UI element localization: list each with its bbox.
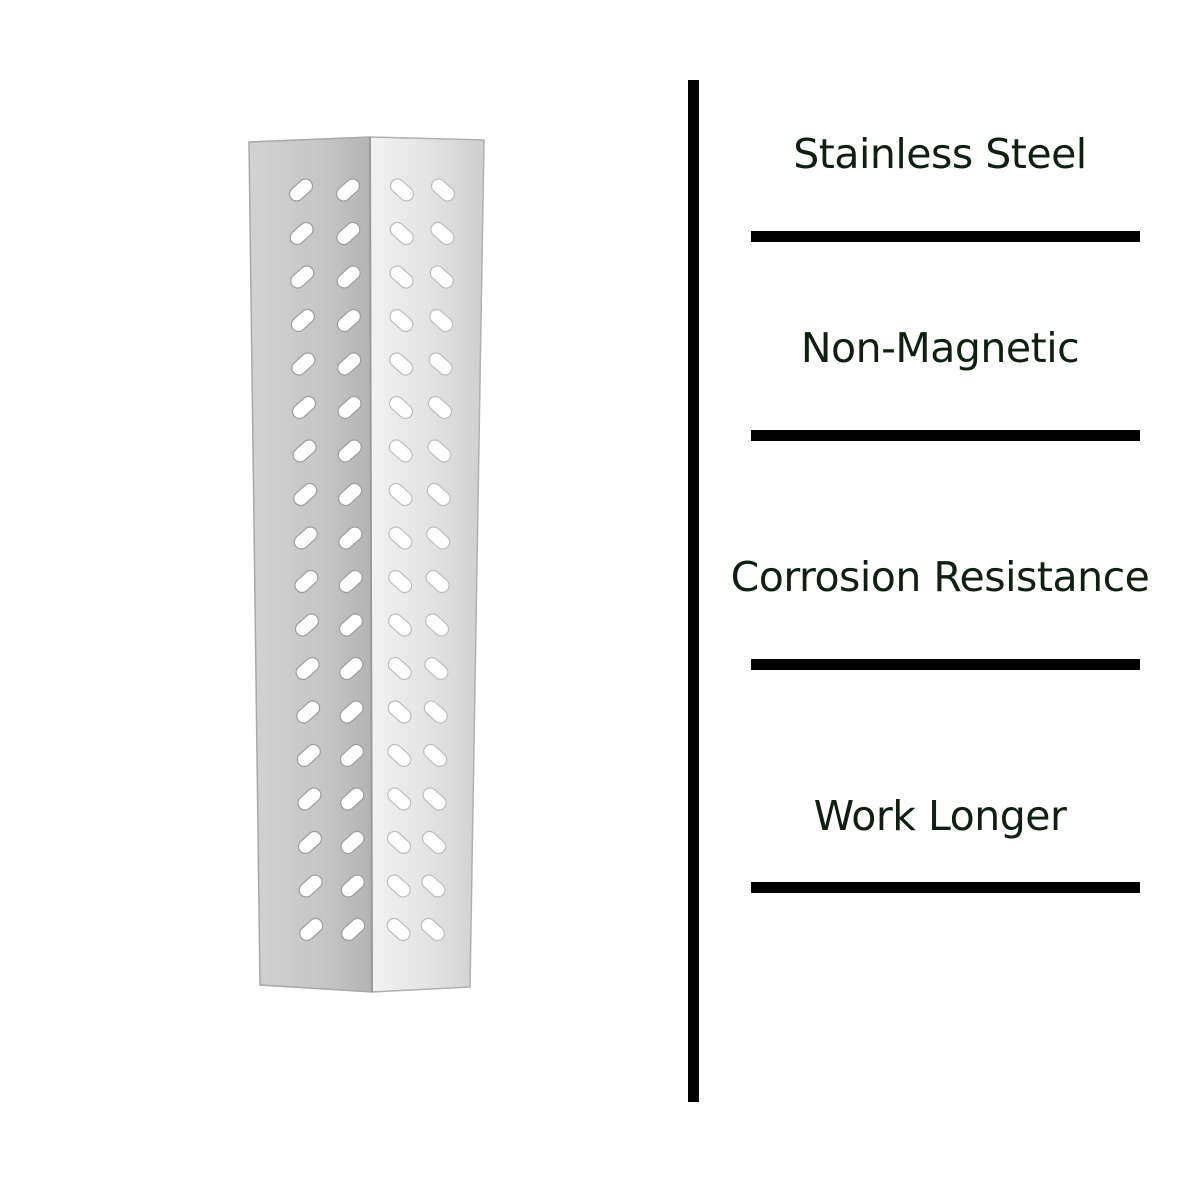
perforation-slot (337, 439, 362, 463)
feature-rule-3 (751, 659, 1140, 670)
perforation-slot (293, 482, 318, 507)
perforation-slot (290, 308, 315, 333)
perforation-slot (339, 700, 364, 724)
perforation-slot (421, 874, 446, 898)
perforation-slot (340, 787, 365, 811)
perforation-slot (426, 526, 451, 550)
vertical-divider (688, 80, 699, 1102)
perforation-slot (388, 395, 414, 420)
perforation-slot (337, 395, 362, 420)
plate-fold-edge (369, 136, 373, 993)
perforation-slot (298, 874, 323, 898)
perforation-slot (426, 482, 451, 507)
perforation-slot (389, 308, 414, 333)
perforation-slot (388, 569, 413, 594)
perforation-slot (429, 308, 454, 333)
perforation-slot (340, 874, 365, 898)
perforation-slot (421, 830, 447, 855)
perforation-slot (388, 439, 413, 463)
perforation-slot (296, 700, 321, 724)
perforation-slot (428, 352, 453, 376)
perforation-slot (296, 743, 321, 768)
perforation-slot (288, 178, 314, 202)
perforation-slot (294, 613, 320, 637)
perforation-slot (339, 743, 364, 768)
perforation-slot (430, 221, 455, 246)
plate-left-face (248, 136, 373, 993)
perforation-slot (427, 439, 452, 463)
perforation-slot (336, 221, 361, 246)
heat-plate-illustration (248, 136, 485, 993)
perforation-slot (340, 830, 365, 855)
perforation-slot (289, 221, 314, 246)
perforation-slot (388, 526, 413, 550)
perforation-slot (387, 700, 412, 724)
perforation-slot (336, 265, 361, 289)
feature-rule-2 (751, 430, 1140, 441)
perforation-slot (427, 395, 453, 420)
perforation-slot (290, 265, 315, 289)
perforation-slot (430, 178, 456, 202)
perforation-slot (297, 787, 322, 811)
perforation-slot (295, 656, 320, 681)
perforation-slot (338, 569, 363, 594)
perforation-slot (429, 265, 454, 289)
perforation-holes (288, 178, 456, 942)
perforation-slot (338, 613, 364, 637)
perforation-slot (338, 482, 363, 507)
heat-plate-body (248, 136, 485, 993)
feature-work-longer: Work Longer (813, 792, 1067, 840)
perforation-slot (424, 613, 450, 637)
perforation-slot (341, 917, 366, 942)
perforation-slot (387, 656, 412, 681)
perforation-slot (422, 787, 447, 811)
feature-corrosion-resistance: Corrosion Resistance (730, 553, 1150, 601)
perforation-slot (336, 308, 361, 333)
perforation-slot (291, 352, 316, 376)
perforation-slot (423, 743, 448, 768)
perforation-slot (389, 221, 414, 246)
feature-non-magnetic: Non-Magnetic (800, 324, 1080, 372)
perforation-slot (299, 917, 324, 942)
perforation-slot (386, 874, 411, 898)
perforation-slot (386, 830, 412, 855)
perforation-slot (292, 439, 317, 463)
perforation-slot (423, 700, 448, 724)
feature-rule-1 (751, 231, 1140, 242)
perforation-slot (420, 917, 445, 942)
perforation-slot (389, 352, 414, 376)
perforation-slot (388, 482, 413, 507)
perforation-slot (291, 395, 317, 420)
perforation-slot (294, 569, 319, 594)
perforation-slot (424, 656, 449, 681)
perforation-slot (339, 656, 364, 681)
perforation-slot (297, 830, 323, 855)
feature-rule-4 (751, 882, 1140, 893)
perforation-slot (338, 526, 363, 550)
perforation-slot (387, 787, 412, 811)
perforation-slot (389, 178, 415, 202)
perforation-slot (293, 526, 318, 550)
feature-stainless-steel: Stainless Steel (793, 130, 1087, 178)
perforation-slot (389, 265, 414, 289)
perforation-slot (386, 917, 411, 942)
perforation-slot (425, 569, 450, 594)
perforation-slot (337, 352, 362, 376)
perforation-slot (387, 743, 412, 768)
perforation-slot (335, 178, 361, 202)
perforation-slot (387, 613, 413, 637)
plate-right-face (369, 136, 485, 993)
